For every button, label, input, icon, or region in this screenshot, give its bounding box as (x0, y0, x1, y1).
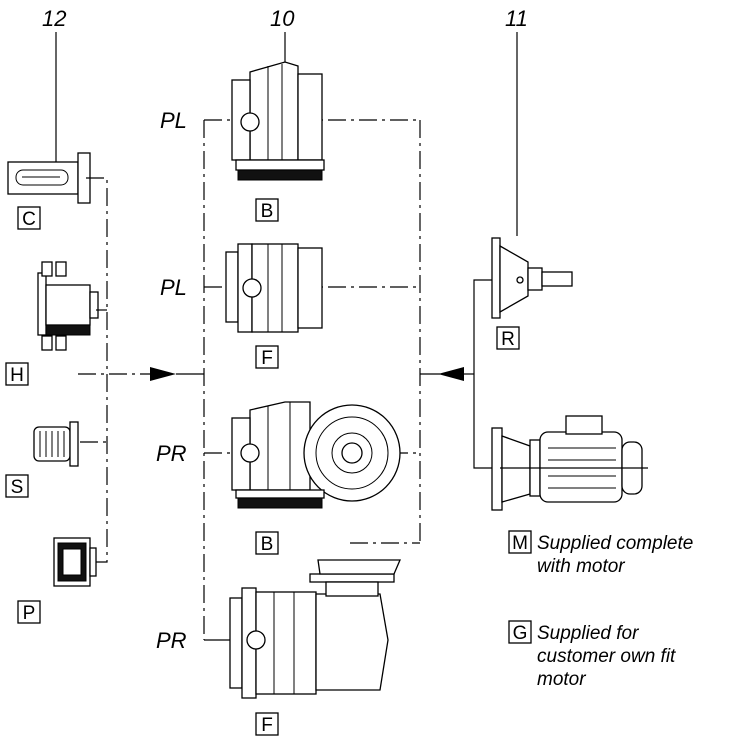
label-m: M (512, 533, 528, 554)
note-m-line1: Supplied complete (537, 533, 693, 554)
arrow-left-icon (438, 367, 464, 381)
callout-12: 12 (42, 6, 66, 31)
gearbox-pr-foot-mounted (231, 401, 401, 509)
label-c: C (22, 209, 36, 230)
label-box-g (508, 620, 532, 644)
side-label-pr-1: PR (156, 441, 187, 466)
gearbox-pl-foot-mounted (231, 61, 325, 181)
component-c-shaft (7, 152, 91, 204)
label-box-b-2 (255, 531, 279, 555)
label-b-2: B (261, 534, 274, 555)
label-box-c (17, 206, 41, 230)
label-s: S (11, 477, 24, 498)
note-g-line2: customer own fit (537, 646, 676, 667)
label-box-f-1 (255, 345, 279, 369)
label-box-r (496, 326, 520, 350)
label-r: R (501, 329, 515, 350)
label-g: G (513, 623, 528, 644)
label-h: H (10, 365, 24, 386)
label-box-b-1 (255, 198, 279, 222)
left-connector-lines (78, 177, 204, 563)
label-p: P (23, 603, 36, 624)
side-label-pl-1: PL (160, 108, 187, 133)
component-r-adapter (491, 237, 573, 319)
note-g-line1: Supplied for (537, 623, 639, 644)
label-box-h (5, 362, 29, 386)
gearbox-pl-flange-mounted (225, 243, 323, 333)
side-label-pr-2: PR (156, 628, 187, 653)
right-connector-lines (473, 279, 500, 469)
component-motor (491, 415, 648, 511)
label-box-m (508, 530, 532, 554)
component-h-hollow-shaft (37, 261, 99, 351)
note-g-line3: motor (537, 669, 586, 690)
label-box-s (5, 474, 29, 498)
label-box-f-2 (255, 712, 279, 736)
label-f-2: F (261, 715, 273, 736)
component-p-cover (53, 537, 97, 587)
side-label-pl-2: PL (160, 275, 187, 300)
gearbox-pr-flange-mounted (229, 559, 401, 699)
callout-11: 11 (505, 6, 528, 31)
label-f-1: F (261, 348, 273, 369)
arrow-right-icon (150, 367, 176, 381)
label-box-p (17, 600, 41, 624)
component-s-spline-shaft (33, 421, 79, 467)
callout-10: 10 (270, 6, 295, 31)
label-b-1: B (261, 201, 274, 222)
note-m-line2: with motor (537, 556, 625, 577)
